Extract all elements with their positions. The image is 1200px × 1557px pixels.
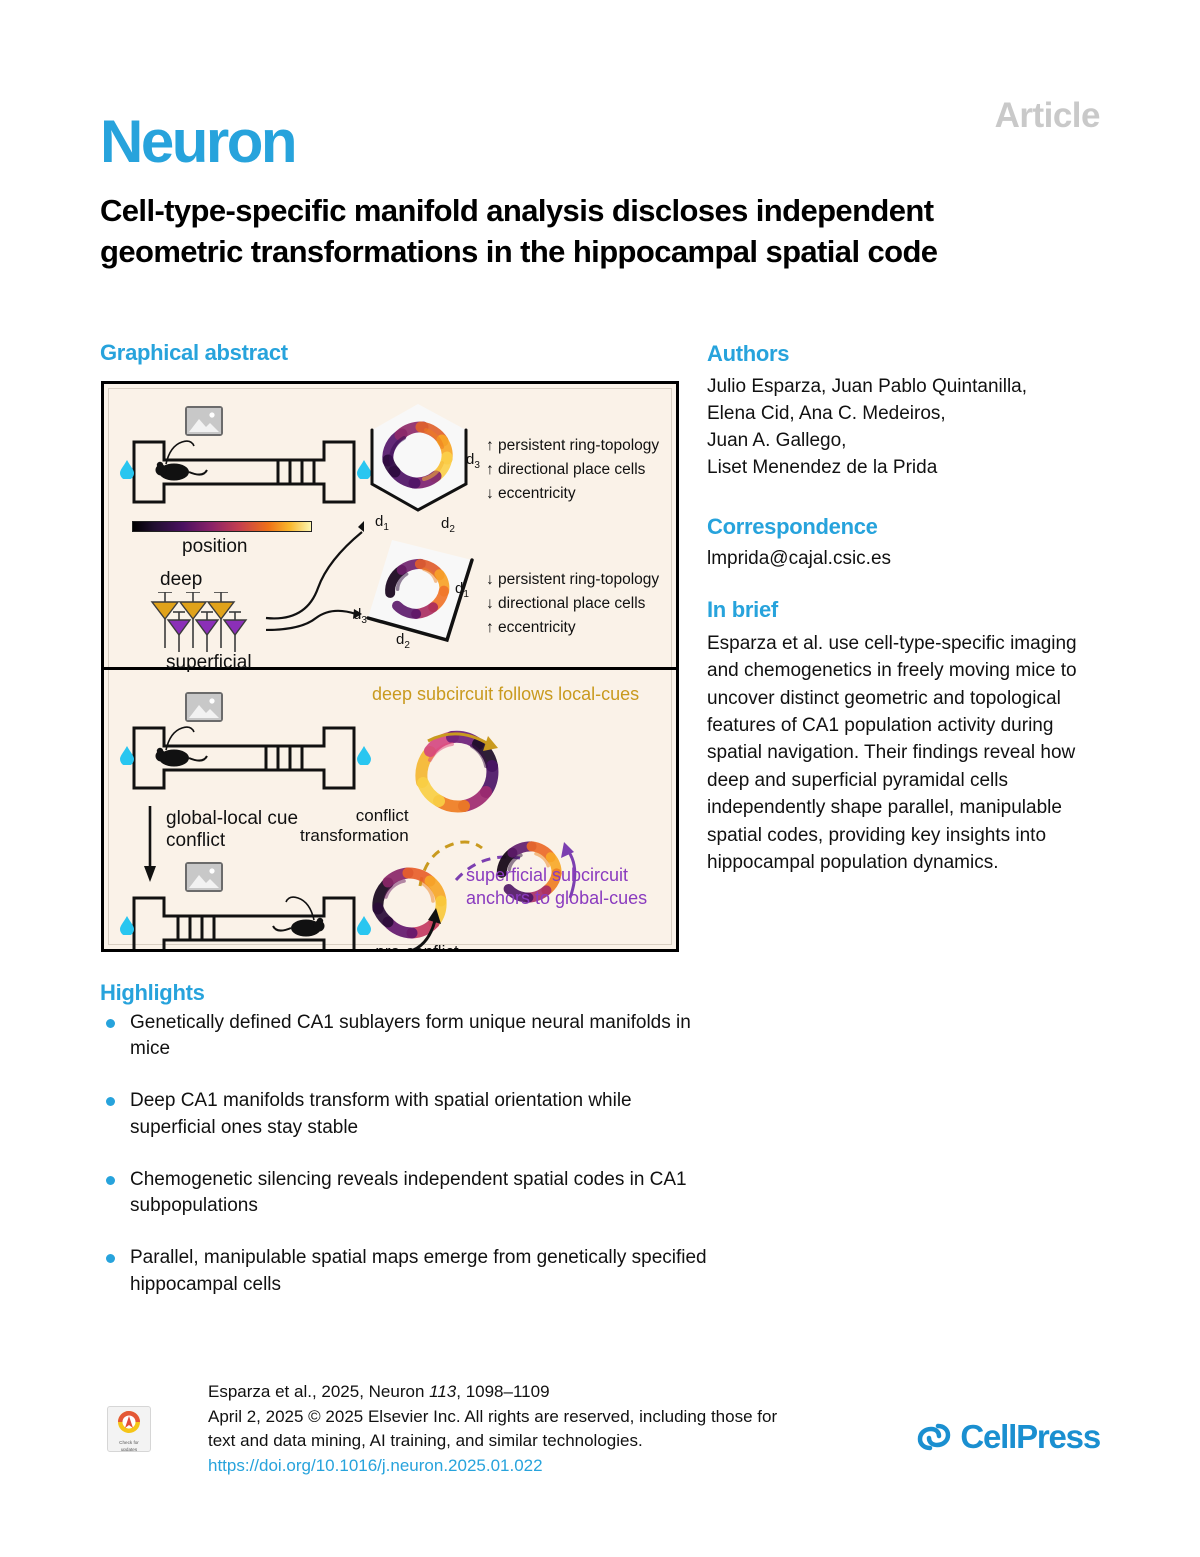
correspondence-email[interactable]: lmprida@cajal.csic.es	[707, 548, 892, 569]
graphical-abstract-divider	[104, 667, 676, 670]
highlight-text: Deep CA1 manifolds transform with spatia…	[130, 1090, 632, 1138]
author-line: Juan A. Gallego,	[707, 429, 847, 451]
water-drop-right-icon	[357, 460, 371, 484]
linear-track-diagram-pre	[126, 720, 356, 802]
superficial-subcircuit-line2: anchors to global-cues	[466, 887, 648, 908]
doi-link[interactable]: https://doi.org/10.1016/j.neuron.2025.01…	[208, 1455, 543, 1475]
linear-track-diagram-post	[126, 890, 356, 949]
manifold-top-bullet-1: ↑ persistent ring-topology	[486, 437, 660, 454]
authors-heading: Authors	[707, 341, 790, 366]
water-drop-left-icon-2	[120, 746, 134, 770]
axis-label-d1-bottom: d1	[455, 580, 469, 600]
manifold-top-bullet-2: ↑ directional place cells	[486, 461, 646, 479]
pyramidal-cells-diagram	[148, 591, 268, 659]
manifold-bottom-quad	[344, 532, 489, 667]
manifold-top-bullets: ↑ persistent ring-topology ↑ directional…	[486, 434, 659, 506]
highlight-text: Parallel, manipulable spatial maps emerg…	[130, 1247, 707, 1295]
global-local-conflict-label: global-local cue conflict	[166, 808, 298, 852]
highlight-text: Chemogenetic silencing reveals independe…	[130, 1168, 687, 1217]
pre-conflict-line1: pre-conflict	[375, 942, 459, 952]
graphical-abstract-top-panel: position deep	[104, 384, 676, 673]
citation-prefix: Esparza et al., 2025, Neuron	[208, 1382, 430, 1401]
correspondence-heading: Correspondence	[707, 514, 878, 539]
visual-cue-icon-3	[185, 862, 223, 892]
citation-pages: , 1098–1109	[456, 1382, 550, 1401]
graphical-abstract-bottom-panel: global-local cue conflict	[104, 670, 676, 949]
page-title: Cell-type-specific manifold analysis dis…	[100, 193, 938, 270]
manifold-bottom-bullet-1: ↓ persistent ring-topology	[486, 571, 660, 588]
deep-layer-label: deep	[160, 569, 203, 590]
conflict-transformation-line2: transformation	[300, 825, 409, 845]
manifold-top-hexagon	[354, 400, 484, 525]
water-drop-right-icon-3	[357, 916, 371, 940]
graphical-abstract-inner-border	[108, 388, 672, 945]
citation-block: Esparza et al., 2025, Neuron 113, 1098–1…	[208, 1380, 848, 1479]
axis-label-d3-top: d3	[466, 451, 480, 471]
bullet-dot-icon	[106, 1175, 115, 1185]
graphical-abstract-heading: Graphical abstract	[100, 340, 288, 365]
water-drop-left-icon	[120, 460, 134, 484]
author-line: Elena Cid, Ana C. Medeiros,	[707, 402, 946, 424]
axis-label-d2-bottom: d2	[396, 631, 410, 651]
citation-line-3: text and data mining, AI training, and s…	[208, 1431, 643, 1451]
manifold-bottom-bullet-3: ↑ eccentricity	[486, 619, 576, 637]
conflict-transformation-label: conflict transformation	[300, 806, 409, 845]
citation-volume: 113	[429, 1382, 457, 1401]
deep-subcircuit-caption: deep subcircuit follows local-cues	[372, 684, 640, 704]
superficial-subcircuit-line1: superficial subcircuit	[466, 865, 629, 885]
author-line: Julio Esparza, Juan Pablo Quintanilla,	[707, 376, 1028, 397]
bullet-dot-icon	[106, 1097, 115, 1107]
crossmark-label-line2: updates	[120, 1446, 138, 1452]
crossmark-label-line1: Check for	[119, 1440, 139, 1445]
highlights-heading: Highlights	[100, 980, 205, 1005]
superficial-layer-label: superficial	[166, 652, 252, 673]
citation-line-2: April 2, 2025 © 2025 Elsevier Inc. All r…	[208, 1406, 778, 1426]
deep-conflict-manifold	[396, 714, 526, 839]
manifold-bottom-bullets: ↓ persistent ring-topology ↓ directional…	[486, 568, 659, 640]
superficial-manifold	[474, 822, 594, 939]
superficial-subcircuit-caption: superficial subcircuit anchors to global…	[466, 864, 647, 909]
position-colorbar	[132, 521, 312, 532]
highlight-text: Genetically defined CA1 sublayers form u…	[130, 1012, 691, 1060]
in-brief-text: Esparza et al. use cell-type-specific im…	[707, 633, 1077, 873]
bullet-dot-icon	[106, 1019, 115, 1028]
position-colorbar-label: position	[182, 536, 248, 557]
visual-cue-icon-2	[185, 692, 223, 722]
axis-label-d3-bottom: d3	[353, 606, 367, 626]
water-drop-left-icon-3	[120, 916, 134, 940]
in-brief-heading: In brief	[707, 597, 778, 622]
crossmark-badge[interactable]: Check for updates	[107, 1406, 151, 1452]
cellpress-logo: CellPress	[917, 1418, 1101, 1456]
conflict-transformation-line1: conflict	[355, 806, 409, 825]
highlight-item: Deep CA1 manifolds transform with spatia…	[100, 1088, 720, 1140]
axis-label-d1-top: d1	[375, 513, 389, 533]
conflict-down-arrow	[142, 806, 158, 889]
cellpress-mark-icon	[918, 1423, 951, 1451]
cellpress-wordmark: CellPress	[960, 1418, 1101, 1455]
branching-arrows	[264, 506, 384, 636]
highlight-item: Chemogenetic silencing reveals independe…	[100, 1167, 720, 1219]
global-local-conflict-line2: conflict	[166, 829, 226, 851]
visual-cue-icon	[185, 406, 223, 436]
author-line: Liset Menendez de la Prida	[707, 456, 938, 478]
manifold-bottom-bullet-2: ↓ directional place cells	[486, 595, 646, 613]
citation-line-1: Esparza et al., 2025, Neuron 113, 1098–1…	[208, 1380, 848, 1405]
journal-logo: Neuron	[100, 108, 298, 175]
linear-track-diagram-top	[126, 434, 356, 516]
axis-label-d2-top: d2	[441, 515, 455, 535]
authors-list: Julio Esparza, Juan Pablo Quintanilla, E…	[707, 374, 1097, 482]
pre-conflict-manifold	[350, 848, 475, 949]
highlight-item: Parallel, manipulable spatial maps emerg…	[100, 1245, 720, 1297]
graphical-abstract-figure: position deep	[101, 381, 679, 952]
water-drop-right-icon-2	[357, 746, 371, 770]
highlights-list: Genetically defined CA1 sublayers form u…	[100, 1010, 720, 1324]
manifold-top-bullet-3: ↓ eccentricity	[486, 485, 576, 503]
global-local-conflict-line1: global-local cue	[166, 808, 299, 829]
bullet-dot-icon	[106, 1254, 115, 1264]
conflict-transformation-dashed-arrows	[374, 820, 559, 897]
article-type-tag: Article	[994, 96, 1101, 135]
pre-conflict-manifold-label: pre-conflict manifold	[362, 942, 472, 952]
highlight-item: Genetically defined CA1 sublayers form u…	[100, 1010, 720, 1062]
